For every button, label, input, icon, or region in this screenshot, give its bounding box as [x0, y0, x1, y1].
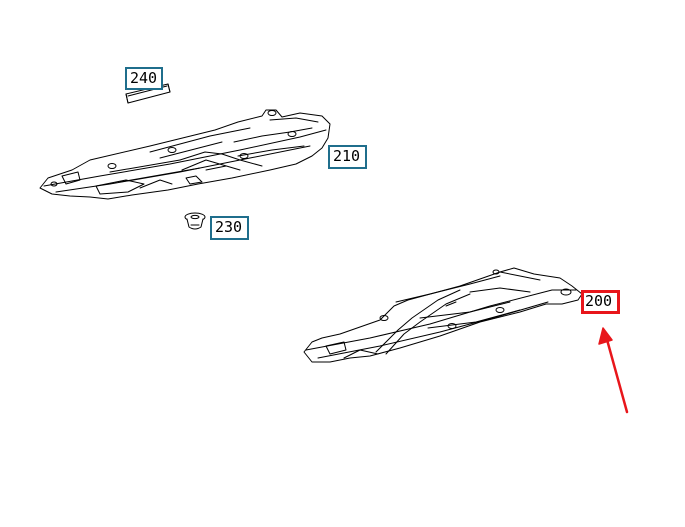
callout-230[interactable]: 230: [210, 216, 249, 240]
callout-210[interactable]: 210: [328, 145, 367, 169]
callout-200-highlighted[interactable]: 200: [581, 290, 620, 314]
callout-240[interactable]: 240: [125, 67, 163, 90]
part-230-clip: [184, 212, 206, 230]
red-arrow-indicator: [598, 327, 629, 414]
part-200-underbody-panel: [303, 267, 583, 363]
part-210-underbody-panel: [39, 109, 331, 200]
